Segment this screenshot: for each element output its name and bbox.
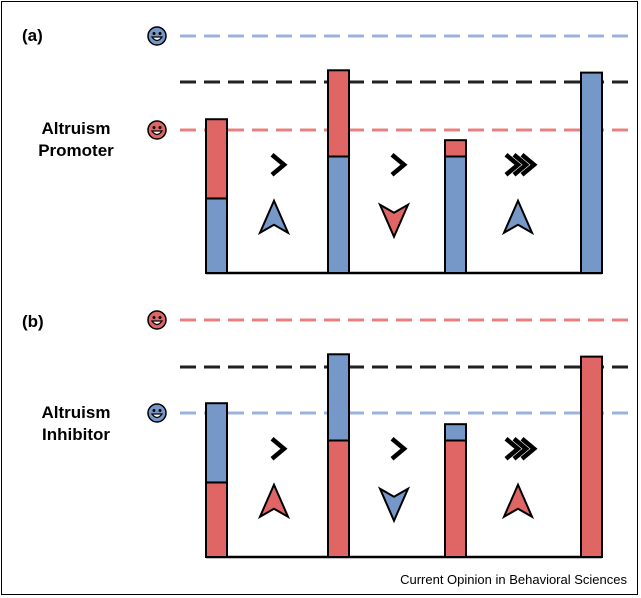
bar-4-lower-segment	[580, 71, 603, 275]
panel-b-label: (b)	[22, 312, 44, 331]
lower-smiley-icon-eye-right	[158, 409, 162, 412]
top-smiley-icon-eye-right	[158, 316, 162, 319]
lower-smiley-icon	[147, 120, 167, 140]
arrowhead-up-icon	[257, 198, 291, 236]
panel-b-side-label-line1: Altruism	[41, 403, 111, 422]
bar-1-lower-segment	[205, 197, 228, 274]
arrowhead-up-icon	[501, 482, 535, 520]
top-smiley-icon-mouth	[150, 320, 164, 326]
panel-a	[147, 26, 634, 275]
panel-a-label: (a)	[22, 26, 43, 45]
chevron-icon-1	[504, 436, 522, 461]
lower-smiley-icon-mouth	[150, 130, 164, 136]
lower-smiley-icon-eye-right	[158, 126, 162, 129]
top-smiley-icon	[147, 310, 167, 330]
panel-a-side-label: Altruism Promoter	[16, 118, 136, 162]
top-smiley-icon-circle	[147, 310, 167, 330]
chevron-icon	[270, 436, 288, 461]
lower-smiley-icon-circle	[147, 403, 167, 423]
top-smiley-icon-eye-right	[158, 32, 162, 35]
panel-a-side-label-line2: Promoter	[38, 141, 114, 160]
panel-b-side-label: Altruism Inhibitor	[16, 402, 136, 446]
bar-4-lower-segment	[580, 355, 603, 558]
lower-smiley-icon-eye-left	[152, 126, 156, 129]
chevron-icon	[270, 152, 288, 177]
bar-2-upper-segment	[327, 69, 350, 158]
panel-b	[147, 310, 634, 559]
chevron-icon-3	[520, 436, 538, 461]
bar-1-lower-segment	[205, 481, 228, 558]
bar-3-lower-segment	[444, 155, 467, 274]
bar-1-upper-segment	[205, 118, 228, 200]
bar-2-lower-segment	[327, 155, 350, 274]
top-smiley-icon-circle	[147, 26, 167, 46]
arrowhead-up-icon	[257, 482, 291, 520]
bar-2-upper-segment	[327, 353, 350, 442]
bar-3-lower-segment	[444, 439, 467, 558]
chevron-icon	[390, 436, 408, 461]
top-smiley-icon-mouth	[150, 36, 164, 42]
lower-smiley-icon-circle	[147, 120, 167, 140]
panel-b-side-label-line2: Inhibitor	[42, 425, 110, 444]
chevron-icon-2	[512, 152, 530, 177]
panel-a-side-label-line1: Altruism	[41, 119, 111, 138]
bar-2-lower-segment	[327, 439, 350, 558]
top-smiley-icon-eye-left	[152, 32, 156, 35]
chevron-icon	[390, 152, 408, 177]
arrowhead-up-icon	[501, 198, 535, 236]
arrowhead-down-icon	[377, 486, 411, 524]
top-smiley-icon-eye-left	[152, 316, 156, 319]
lower-smiley-icon	[147, 403, 167, 423]
lower-smiley-icon-mouth	[150, 413, 164, 419]
credit-text: Current Opinion in Behavioral Sciences	[400, 572, 627, 587]
chevron-icon-2	[512, 436, 530, 461]
arrowhead-down-icon	[377, 202, 411, 240]
bar-1-upper-segment	[205, 402, 228, 484]
bar-3-upper-segment	[444, 139, 467, 158]
lower-smiley-icon-eye-left	[152, 409, 156, 412]
chevron-icon-3	[520, 152, 538, 177]
top-smiley-icon	[147, 26, 167, 46]
chevron-icon-1	[504, 152, 522, 177]
bar-3-upper-segment	[444, 423, 467, 442]
